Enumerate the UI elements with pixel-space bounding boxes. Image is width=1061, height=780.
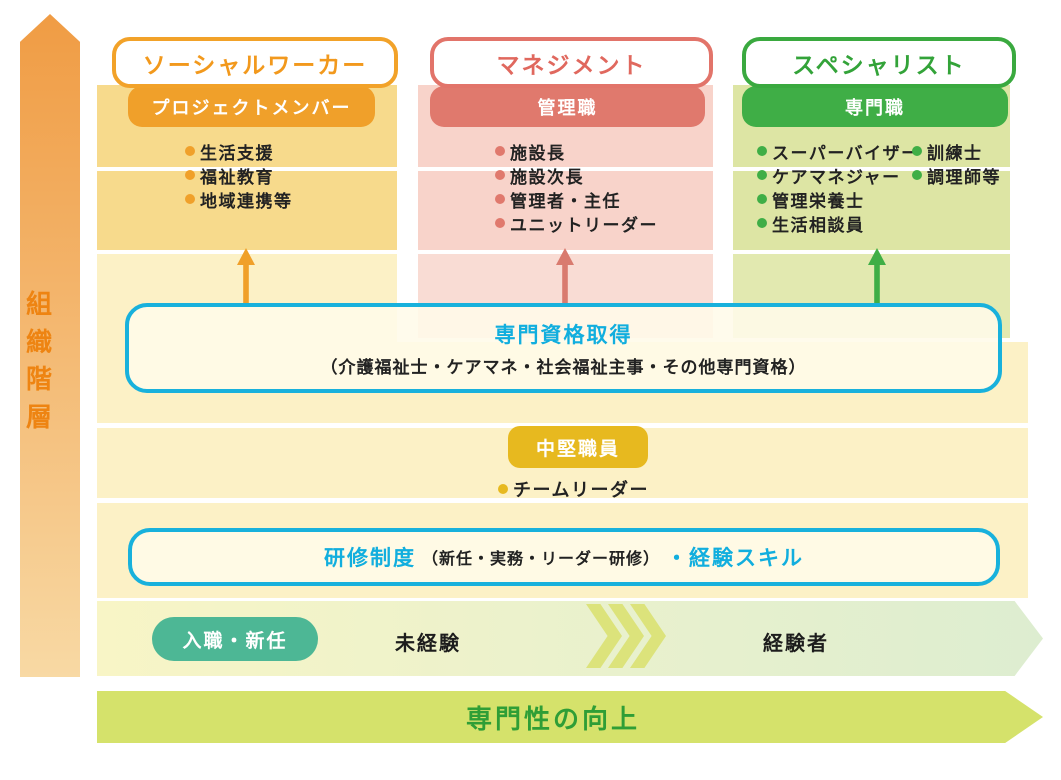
bullet-icon [495, 218, 505, 228]
role-badge-label: プロジェクトメンバー [151, 97, 352, 119]
column-title-label: ソーシャルワーカー [142, 52, 368, 79]
column2-item-list: 施設長 施設次長 管理者・主任 ユニットリーダー [495, 139, 658, 236]
list-item: 調理師等 [912, 163, 1001, 188]
bullet-icon [757, 194, 767, 204]
role-badge-label: 管理職 [537, 97, 598, 119]
column1-item-list: 生活支援 福祉教育 地域連携等 [185, 139, 293, 212]
bullet-icon [495, 170, 505, 180]
experienced-label: 経験者 [763, 631, 829, 655]
bullet-icon [498, 484, 508, 494]
training-suffix: ・経験スキル [666, 546, 804, 570]
column3-item-list-left: スーパーバイザー ケアマネジャー 管理栄養士 生活相談員 [757, 139, 920, 236]
role-badge-senmonshoku: 専門職 [742, 86, 1008, 127]
bullet-icon [757, 146, 767, 156]
up-arrow-icon [237, 248, 255, 304]
column3-item-list-right: 訓練士 調理師等 [912, 139, 1001, 188]
qualification-detail: （介護福祉士・ケアマネ・社会福祉主事・その他専門資格） [320, 357, 807, 378]
up-arrow-icon [556, 248, 574, 304]
column-title-label: スペシャリスト [792, 52, 966, 79]
bullet-icon [495, 194, 505, 204]
expertise-label: 専門性の向上 [465, 704, 640, 735]
col1-band-row2 [97, 171, 397, 250]
list-item: 管理栄養士 [757, 187, 920, 212]
team-leader-label: チームリーダー [513, 480, 649, 501]
list-item: 施設長 [495, 139, 658, 164]
bullet-icon [912, 170, 922, 180]
col2-band-row2 [418, 171, 713, 250]
novice-label: 未経験 [395, 631, 461, 655]
bullet-icon [912, 146, 922, 156]
mid-level-badge: 中堅職員 [508, 426, 648, 468]
list-item: 訓練士 [912, 139, 1001, 164]
role-badge-label: 専門職 [845, 97, 905, 119]
column-title-label: マネジメント [496, 52, 647, 79]
training-title: 研修制度 [323, 546, 416, 570]
training-box: 研修制度 （新任・実務・リーダー研修） ・経験スキル [128, 528, 1000, 586]
expertise-arrow: 専門性の向上 [97, 691, 1043, 743]
list-item: 地域連携等 [185, 187, 293, 212]
bullet-icon [495, 146, 505, 156]
training-detail: （新任・実務・リーダー研修） [421, 549, 660, 568]
list-item: 管理者・主任 [495, 187, 658, 212]
entry-badge: 入職・新任 [152, 617, 318, 661]
column-title-management: マネジメント [430, 37, 713, 88]
bullet-icon [757, 218, 767, 228]
column-title-specialist: スペシャリスト [742, 37, 1016, 88]
qualification-box: 専門資格取得 （介護福祉士・ケアマネ・社会福祉主事・その他専門資格） [125, 303, 1002, 393]
team-leader-item: チームリーダー [498, 477, 649, 501]
entry-badge-label: 入職・新任 [182, 629, 288, 652]
list-item: 生活支援 [185, 139, 293, 164]
bullet-icon [185, 170, 195, 180]
org-hierarchy-arrow [20, 14, 80, 677]
role-badge-kanrishoku: 管理職 [430, 86, 705, 127]
up-arrow-icon [868, 248, 886, 304]
list-item: 福祉教育 [185, 163, 293, 188]
list-item: スーパーバイザー [757, 139, 920, 164]
mid-level-badge-label: 中堅職員 [535, 437, 620, 460]
list-item: ユニットリーダー [495, 211, 658, 236]
role-badge-project-member: プロジェクトメンバー [128, 86, 375, 127]
list-item: 施設次長 [495, 163, 658, 188]
list-item: 生活相談員 [757, 211, 920, 236]
bullet-icon [185, 146, 195, 156]
org-hierarchy-label: 組織階層 [25, 290, 52, 434]
bullet-icon [757, 170, 767, 180]
list-item: ケアマネジャー [757, 163, 920, 188]
col3-band-row2 [733, 171, 1010, 250]
bullet-icon [185, 194, 195, 204]
qualification-title: 専門資格取得 [494, 322, 633, 347]
column-title-social-worker: ソーシャルワーカー [112, 37, 398, 88]
